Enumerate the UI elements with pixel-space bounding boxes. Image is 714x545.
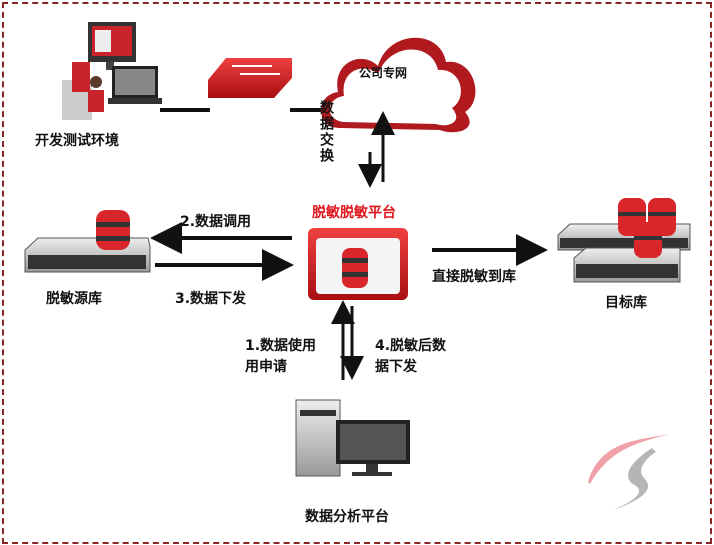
target-db-label: 目标库	[605, 295, 647, 311]
dev-env-label: 开发测试环境	[35, 133, 119, 149]
apply-label-1: 1.数据使用	[245, 338, 317, 354]
cloud-icon	[320, 37, 476, 133]
apply-label-2: 用申请	[245, 359, 287, 375]
masked-label-1: 4.脱敏后数	[375, 338, 447, 354]
masked-label-2: 据下发	[375, 359, 417, 375]
direct-mask-label: 直接脱敏到库	[432, 269, 516, 285]
analytics-workstation-icon	[295, 399, 410, 477]
company-net-label: 公司专网	[359, 66, 408, 80]
network-switch-icon	[208, 58, 292, 98]
data-call-label: 2.数据调用	[180, 214, 252, 230]
target-database-icon	[557, 198, 691, 283]
data-exchange-label: 数据交换	[318, 100, 334, 164]
source-db-label: 脱敏源库	[46, 291, 102, 307]
dev-workstation-icon	[62, 22, 162, 120]
masking-platform-icon	[308, 228, 408, 300]
source-database-icon	[24, 210, 151, 273]
platform-label: 脱敏脱敏平台	[312, 205, 396, 221]
analytics-label: 数据分析平台	[305, 509, 389, 525]
logo-watermark	[588, 434, 670, 510]
data-deliver-label: 3.数据下发	[175, 291, 247, 307]
